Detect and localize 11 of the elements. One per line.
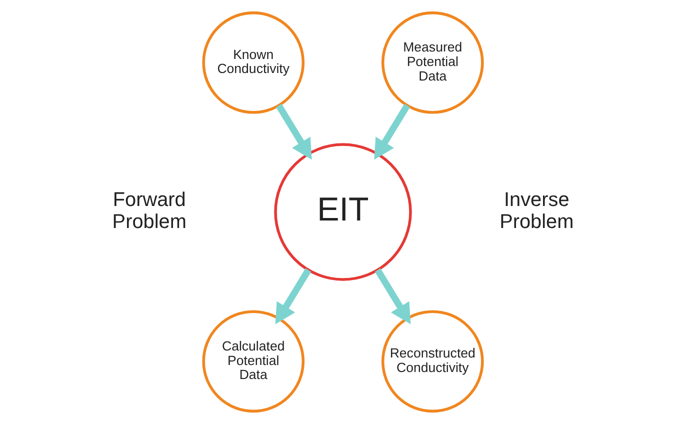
node-circle: Calculated Potential Data [202,310,305,413]
node-circle: EIT [274,143,412,281]
node-circle: Measured Potential Data [381,11,484,114]
label: Forward Problem [112,188,186,233]
node-circle: Reconstructed Conductivity [381,310,484,413]
arrow [275,268,312,324]
arrow [276,104,312,160]
arrow [374,104,410,160]
node-circle: Known Conductivity [202,11,305,114]
arrow [374,268,411,324]
label: Inverse Problem [500,188,574,233]
